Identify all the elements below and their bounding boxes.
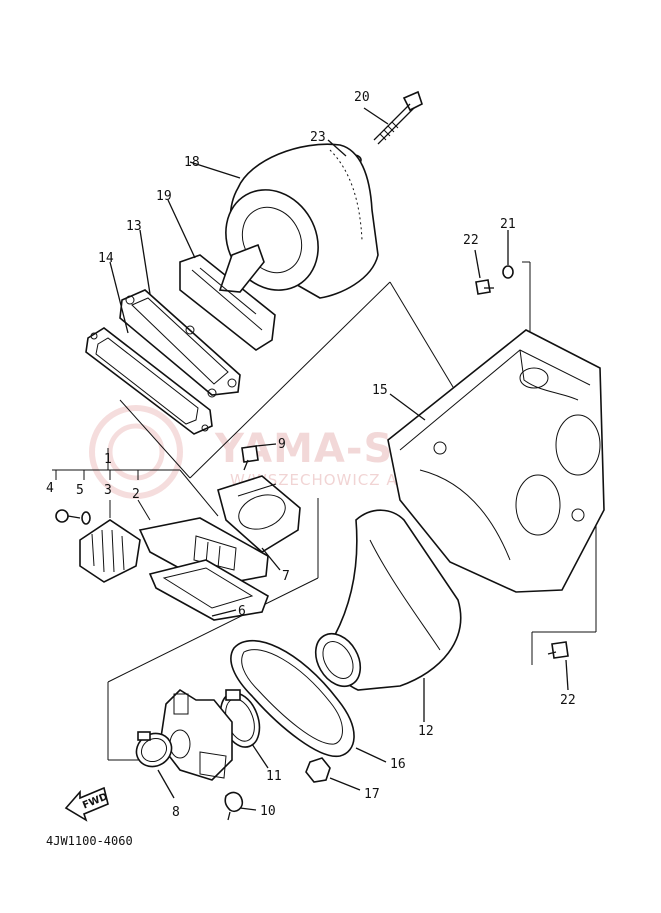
callout-1: 1 [104, 452, 112, 467]
part-14-gasket [85, 327, 213, 435]
leader-10 [239, 807, 257, 811]
leader-9 [255, 443, 277, 447]
part-7-joint [217, 475, 301, 553]
leader-8 [157, 769, 175, 799]
callout-5: 5 [76, 483, 84, 498]
callout-4: 4 [46, 481, 54, 496]
callout-10: 10 [260, 804, 276, 819]
part-6-gasket [148, 559, 269, 621]
callout-3: 3 [104, 483, 112, 498]
carburetor [159, 688, 233, 781]
callout-20: 20 [354, 90, 370, 105]
part-21-washer [502, 265, 514, 279]
part-19-filter-guide [179, 243, 276, 351]
part-9-bolt [241, 445, 259, 471]
leader-14 [109, 261, 129, 334]
callout-labels: 20 23 18 19 13 14 22 21 15 9 1 4 5 3 2 7… [46, 90, 576, 820]
leader-22-lower [565, 659, 569, 691]
leader-7 [261, 547, 281, 571]
callout-6: 6 [238, 604, 246, 619]
leader-18 [189, 161, 241, 179]
callout-22-lower: 22 [560, 693, 576, 708]
part-13-frame [119, 289, 241, 398]
leader-11 [251, 743, 269, 769]
callout-18: 18 [184, 155, 200, 170]
callout-22-upper: 22 [463, 233, 479, 248]
part-12-intake-boot [314, 509, 462, 691]
part-8-clamp [135, 731, 173, 768]
part-4-screw [55, 509, 81, 523]
callout-16: 16 [390, 757, 406, 772]
callout-14: 14 [98, 251, 114, 266]
callout-12: 12 [418, 724, 434, 739]
callout-15: 15 [372, 383, 388, 398]
callout-19: 19 [156, 189, 172, 204]
callout-7: 7 [282, 569, 290, 584]
part-22-bolt-lower [547, 641, 569, 659]
part-2-reed-block [138, 517, 269, 587]
callout-13: 13 [126, 219, 142, 234]
part-15-air-box [387, 329, 605, 593]
callout-9: 9 [278, 437, 286, 452]
leader-13 [139, 229, 151, 295]
callout-2: 2 [132, 487, 140, 502]
part-22-bolt-upper [475, 279, 494, 295]
callout-21: 21 [500, 217, 516, 232]
fwd-arrow: FWD [64, 786, 109, 822]
diagram-code: 4JW1100-4060 [46, 834, 133, 848]
part-3-reed-valve [79, 519, 141, 583]
part-20-wing-bolt [373, 90, 423, 145]
callout-23: 23 [310, 130, 326, 145]
leader-22-upper [474, 249, 481, 279]
callout-11: 11 [266, 769, 282, 784]
callout-17: 17 [364, 787, 380, 802]
leader-17 [329, 777, 361, 791]
leader-23 [327, 139, 347, 157]
part-5-washer [81, 511, 91, 525]
part-17-nut [305, 757, 331, 783]
leader-20 [363, 107, 389, 125]
callout-8: 8 [172, 805, 180, 820]
part-10-clip [224, 791, 244, 821]
part-16-gasket-ring [230, 639, 355, 758]
leader-15 [389, 393, 426, 421]
leader-6 [211, 609, 237, 617]
bracket-1 [52, 448, 219, 521]
leader-19 [167, 199, 196, 259]
leader-16 [355, 747, 387, 763]
